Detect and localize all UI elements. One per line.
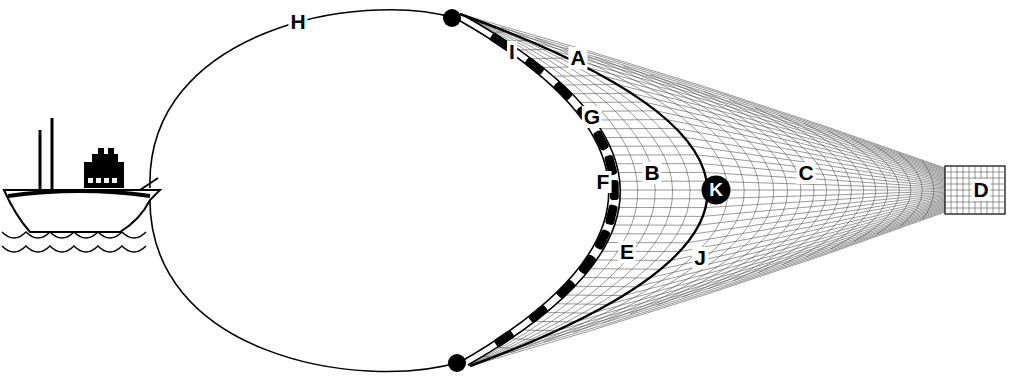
float [605, 204, 618, 226]
float [592, 129, 609, 151]
mesh-line [671, 199, 945, 261]
mesh-line [556, 303, 608, 305]
net-mouth [460, 14, 708, 366]
mesh-line [580, 102, 644, 104]
mesh-line [922, 161, 934, 220]
mesh-line [623, 66, 787, 314]
mesh-line [502, 27, 728, 353]
mesh-line [945, 208, 1005, 209]
part-letter: G [582, 106, 602, 128]
float [553, 81, 574, 101]
mesh-line [620, 181, 707, 182]
net-mesh [460, 14, 945, 366]
mesh-line [462, 15, 655, 366]
circle-fill [702, 176, 731, 205]
codend-mesh [945, 166, 1005, 214]
mesh-line [614, 154, 697, 155]
mesh-line [754, 107, 851, 272]
float [594, 229, 611, 251]
mesh-line [617, 216, 703, 217]
part-letter: J [692, 247, 708, 269]
mesh-line [619, 207, 706, 208]
mesh-line [566, 295, 623, 297]
mesh-line [899, 153, 923, 226]
mesh-line [606, 137, 685, 138]
mesh-line [708, 190, 946, 191]
mesh-line [462, 15, 637, 365]
callout-circle: K [701, 175, 731, 205]
floats [489, 32, 619, 348]
part-letter: I [507, 41, 517, 63]
mesh-line [470, 212, 945, 366]
mesh-line [563, 84, 617, 86]
mesh-line [694, 196, 945, 235]
wing-end [443, 9, 461, 27]
part-letter: A [568, 47, 587, 69]
float [578, 254, 597, 275]
mesh-line [602, 251, 679, 252]
headline [463, 15, 620, 365]
float [493, 329, 515, 348]
part-letter: D [971, 179, 990, 201]
mesh-line [701, 164, 945, 187]
mesh-line [852, 138, 900, 241]
mesh-line [572, 93, 631, 95]
mesh-line [677, 83, 814, 297]
callout-letter: K [701, 179, 731, 201]
wing-end [448, 354, 466, 372]
float [524, 56, 545, 75]
mesh-line [535, 38, 744, 342]
mesh-line [566, 48, 760, 333]
mesh-line [595, 57, 774, 323]
mesh-line [615, 225, 699, 226]
mesh-line [600, 128, 676, 129]
mesh-line [945, 202, 1005, 203]
mesh-line [945, 172, 1005, 173]
mesh-line [461, 14, 690, 366]
mesh-line [583, 277, 650, 279]
part-letter: E [618, 241, 636, 263]
mesh-line [680, 198, 945, 252]
mesh-line [620, 190, 707, 191]
part-letter: C [796, 162, 815, 184]
mesh-line [590, 268, 661, 269]
float [527, 304, 548, 324]
mesh-line [804, 123, 876, 257]
mesh-line [691, 146, 945, 185]
mesh-line [697, 155, 945, 186]
mesh-line [651, 75, 801, 306]
mesh-line [575, 286, 637, 288]
part-letter: H [288, 11, 307, 33]
mesh-line [610, 146, 691, 147]
mesh-line [684, 137, 945, 183]
part-letter: B [642, 162, 661, 184]
mesh-line [461, 14, 672, 365]
mesh-line [611, 233, 693, 234]
warp-line [150, 194, 460, 372]
mesh-line [594, 119, 666, 120]
mesh-line [729, 99, 839, 280]
float [556, 279, 576, 300]
mesh-line [779, 115, 864, 264]
headline [455, 18, 609, 362]
fishing-boat [2, 118, 160, 252]
mesh-line [828, 131, 888, 249]
mesh-line [546, 312, 592, 314]
codend [945, 166, 1005, 214]
part-letter: F [595, 171, 612, 193]
mesh-line [553, 75, 602, 77]
warp-line [150, 10, 455, 188]
mesh-line [620, 198, 707, 199]
